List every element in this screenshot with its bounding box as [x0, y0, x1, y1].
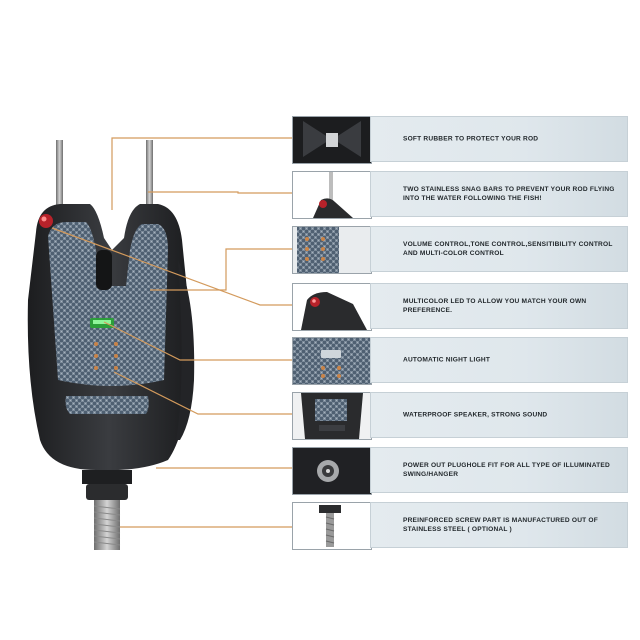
caption-text: MULTICOLOR LED TO ALLOW YOU MATCH YOUR O… — [403, 298, 587, 314]
leader-lines — [51, 137, 292, 528]
caption-text: POWER OUT PLUGHOLE FIT FOR ALL TYPE OF I… — [403, 462, 610, 478]
caption-text: WATERPROOF SPEAKER, STRONG SOUND — [403, 411, 548, 419]
screw-base — [82, 470, 132, 550]
caption-controls: VOLUME CONTROL,TONE CONTROL,SENSITIBILIT… — [370, 226, 628, 272]
night-light-icon — [292, 337, 372, 385]
caption-text: PREINFORCED SCREW PART IS MANUFACTURED O… — [403, 517, 598, 533]
caption-text: VOLUME CONTROL,TONE CONTROL,SENSITIBILIT… — [403, 241, 613, 257]
control-dots — [94, 342, 118, 370]
caption-text: AUTOMATIC NIGHT LIGHT — [403, 356, 491, 364]
caption-snag-bars: TWO STAINLESS SNAG BARS TO PREVENT YOUR … — [370, 171, 628, 217]
caption-night-light: AUTOMATIC NIGHT LIGHT — [370, 337, 628, 383]
snag-bars — [56, 140, 153, 220]
speaker-icon — [292, 392, 372, 440]
top-red-led — [39, 214, 53, 228]
caption-text: SOFT RUBBER TO PROTECT YOUR ROD — [403, 135, 539, 143]
rubber-rod-rest-icon — [292, 116, 372, 164]
control-buttons-icon — [292, 226, 372, 274]
snag-bars-icon — [292, 171, 372, 219]
caption-soft-rubber: SOFT RUBBER TO PROTECT YOUR ROD — [370, 116, 628, 162]
led-icon — [292, 283, 372, 331]
caption-plughole: POWER OUT PLUGHOLE FIT FOR ALL TYPE OF I… — [370, 447, 628, 493]
screw-thread-icon — [292, 502, 372, 550]
caption-multicolor-led: MULTICOLOR LED TO ALLOW YOU MATCH YOUR O… — [370, 283, 628, 329]
plughole-icon — [292, 447, 372, 495]
carbon-face-panel — [48, 222, 168, 386]
caption-text: TWO STAINLESS SNAG BARS TO PREVENT YOUR … — [403, 186, 615, 202]
caption-screw: PREINFORCED SCREW PART IS MANUFACTURED O… — [370, 502, 628, 548]
caption-speaker: WATERPROOF SPEAKER, STRONG SOUND — [370, 392, 628, 438]
